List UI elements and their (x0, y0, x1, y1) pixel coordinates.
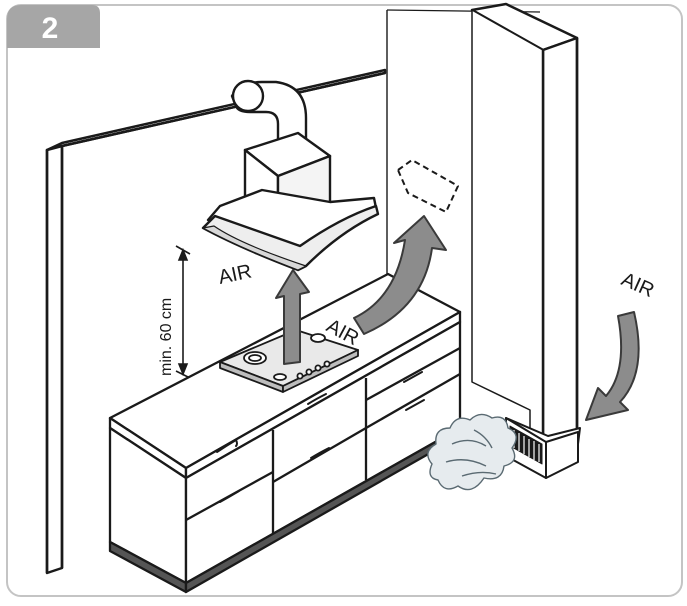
left-wall (45, 68, 387, 575)
step-number: 2 (42, 12, 59, 45)
air-puff (427, 413, 517, 491)
cabinet-handles (216, 344, 425, 503)
chimney-hood (201, 79, 380, 272)
step-badge: 2 (7, 5, 100, 48)
height-dimension (175, 245, 191, 379)
hood-air-arrow (275, 269, 310, 365)
vent-air-arrow (353, 215, 447, 335)
wall-vent-outlet (397, 159, 459, 213)
inlet-air-arrow (585, 311, 640, 421)
dimension-label: min. 60 cm (158, 298, 175, 376)
right-pillar (470, 2, 579, 461)
